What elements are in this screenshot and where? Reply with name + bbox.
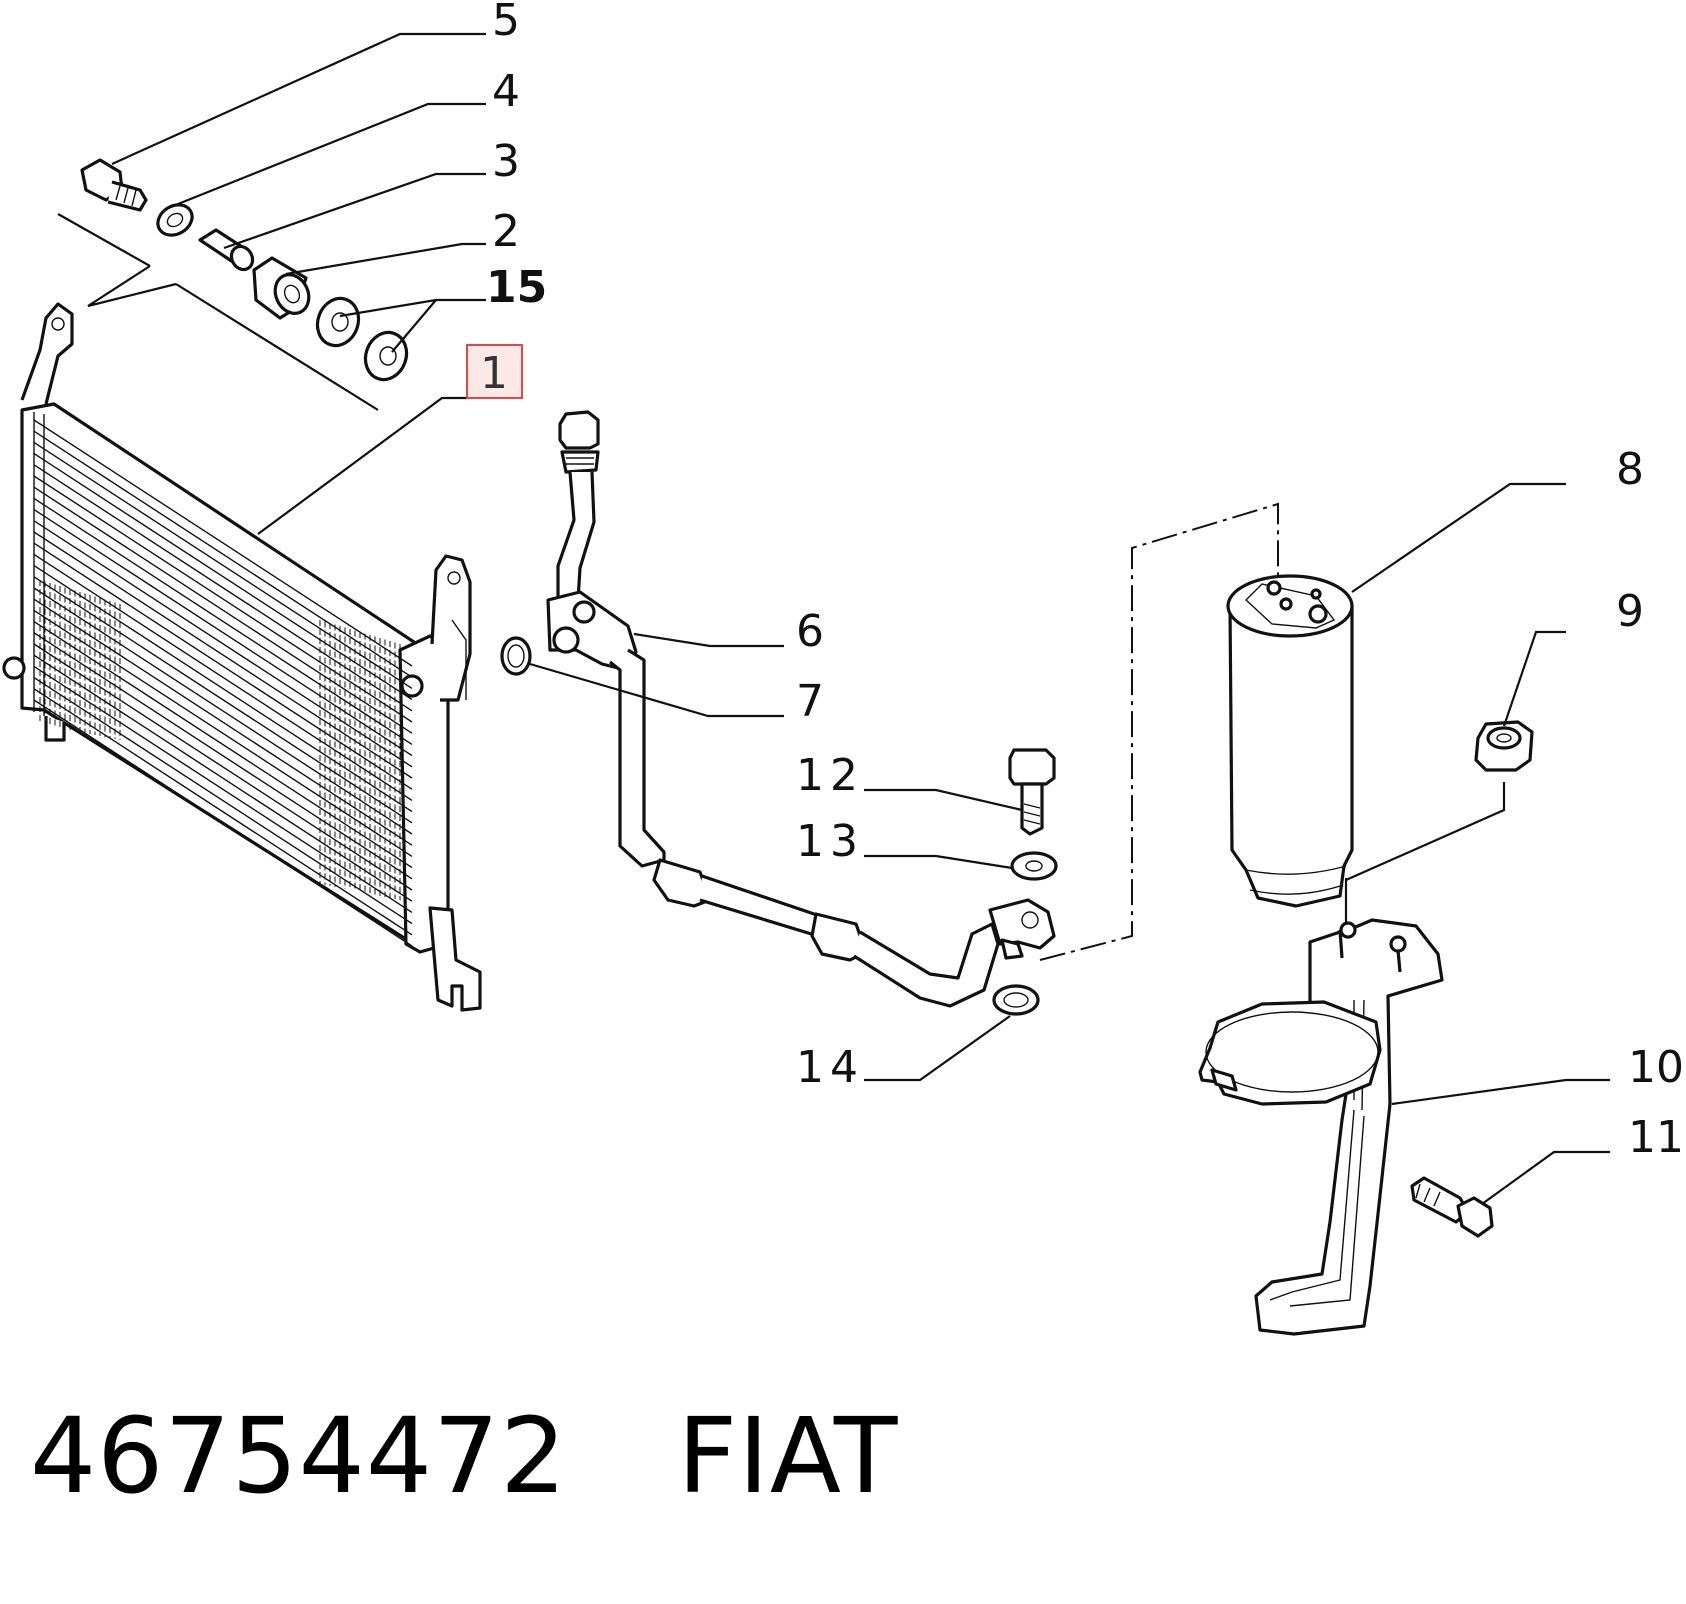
condenser-fin — [33, 520, 413, 768]
condenser — [2, 302, 482, 1012]
condenser-fin — [33, 475, 413, 723]
axis-line — [57, 213, 151, 267]
callout-10[interactable]: 10 — [1628, 1042, 1684, 1093]
callout-14[interactable]: 14 — [796, 1042, 864, 1093]
condenser-fin — [33, 509, 413, 757]
condenser-fin — [33, 609, 413, 857]
condenser-fin — [33, 598, 413, 846]
washer-15-b — [363, 330, 409, 382]
condenser-fin — [33, 464, 413, 712]
highlighted-callout-box — [466, 344, 523, 399]
condenser-fin — [33, 531, 413, 779]
axis-line — [87, 265, 177, 308]
bolt-11 — [1410, 1176, 1494, 1238]
axis-line — [175, 283, 379, 411]
brand-name: FIAT — [677, 1395, 899, 1517]
condenser-fin — [33, 542, 413, 790]
condenser-fin — [33, 430, 413, 678]
callout-5[interactable]: 5 — [492, 0, 520, 46]
assembly-dash-line — [1039, 502, 1279, 961]
condenser-fin — [33, 621, 413, 869]
o-ring-7 — [500, 636, 532, 676]
condenser-fin — [33, 654, 413, 902]
callout-9[interactable]: 9 — [1616, 586, 1644, 637]
washer-14 — [992, 984, 1040, 1016]
condenser-fin — [33, 643, 413, 891]
condenser-fins — [33, 419, 413, 947]
condenser-fin — [33, 497, 413, 745]
part-number: 46754472 — [30, 1395, 568, 1517]
part-caption: 46754472 FIAT — [30, 1395, 898, 1517]
condenser-fin — [33, 576, 413, 824]
callout-4[interactable]: 4 — [492, 66, 520, 117]
callout-8[interactable]: 8 — [1616, 444, 1644, 495]
condenser-fin — [33, 419, 413, 667]
callout-12[interactable]: 12 — [796, 750, 864, 801]
condenser-fin — [33, 688, 413, 936]
washer-13 — [1010, 851, 1058, 881]
nut-9 — [1474, 720, 1534, 772]
condenser-fin — [33, 565, 413, 813]
condenser-fin — [33, 553, 413, 801]
callout-15[interactable]: 15 — [486, 262, 547, 313]
leader-lines — [111, 32, 1610, 1205]
callout-13[interactable]: 13 — [796, 816, 864, 867]
condenser-fin — [33, 453, 413, 701]
washer-15-a — [315, 296, 361, 348]
condenser-fin — [33, 632, 413, 880]
callout-7[interactable]: 7 — [796, 676, 824, 727]
condenser-fin — [33, 699, 413, 947]
condenser-fin — [33, 441, 413, 689]
condenser-hatching — [39, 580, 401, 900]
condenser-fin — [33, 587, 413, 835]
callout-1[interactable]: 1 — [480, 348, 508, 399]
callout-6[interactable]: 6 — [796, 606, 824, 657]
condenser-fin — [33, 486, 413, 734]
bolt-12 — [1008, 748, 1056, 836]
callout-2[interactable]: 2 — [492, 206, 520, 257]
assembly-line — [1344, 782, 1506, 936]
receiver-drier — [1226, 574, 1354, 908]
fastener-bolt-5 — [80, 158, 148, 212]
callout-11[interactable]: 11 — [1628, 1112, 1684, 1163]
refrigerant-pipe — [546, 410, 1056, 1008]
rubber-bushing-2 — [252, 256, 311, 320]
condenser-fin — [33, 665, 413, 913]
condenser-fin — [33, 677, 413, 925]
drier-bracket — [1198, 918, 1444, 1336]
callout-3[interactable]: 3 — [492, 136, 520, 187]
spacer-sleeve-3 — [198, 228, 255, 272]
